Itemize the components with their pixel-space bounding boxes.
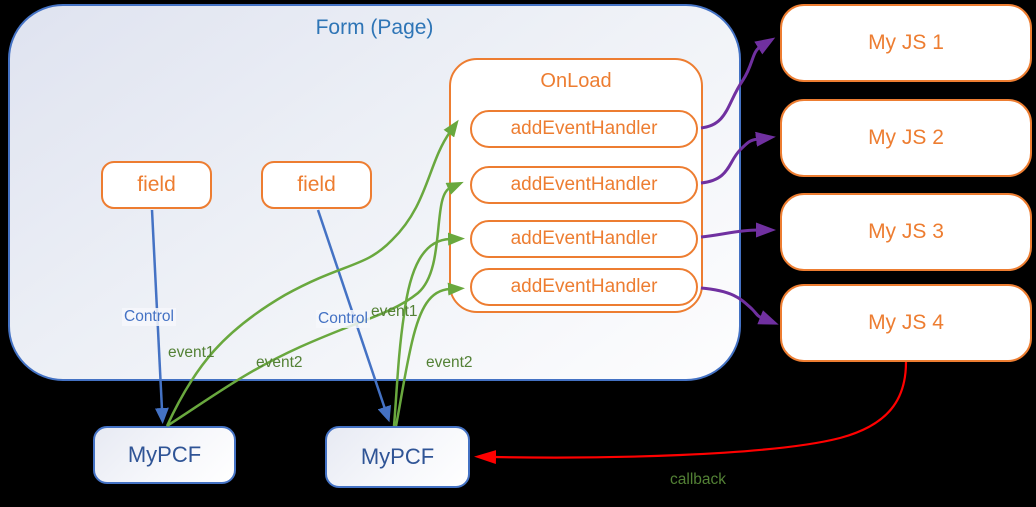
add-event-handler-label-2: addEventHandler [510,174,658,195]
handler2-to-myjs2-arrow [700,131,776,185]
add-event-handler-box-1: addEventHandler [470,110,698,148]
my-js-box-1: My JS 1 [780,4,1032,82]
my-js-label-2: My JS 2 [868,126,944,149]
control-label-left: Control [122,308,176,326]
event2-arrow-right [394,282,465,427]
event1-arrow-left [165,119,459,427]
mypcf-box-2: MyPCF [325,426,470,488]
onload-title: OnLoad [540,70,612,92]
add-event-handler-box-4: addEventHandler [470,268,698,306]
event2-label-left: event2 [256,354,303,371]
field-box-1: field [101,161,212,209]
add-event-handler-box-3: addEventHandler [470,220,698,258]
form-page-title: Form (Page) [315,16,434,39]
my-js-label-4: My JS 4 [868,311,944,334]
my-js-box-2: My JS 2 [780,99,1032,177]
my-js-box-4: My JS 4 [780,284,1032,362]
add-event-handler-label-3: addEventHandler [510,228,658,249]
callback-label: callback [670,471,726,488]
event1-label-left: event1 [168,344,215,361]
event1-label-right: event1 [371,303,418,320]
my-js-label-3: My JS 3 [868,220,944,243]
handler3-to-myjs3-arrow [700,222,776,239]
control-arrow-right [316,209,391,423]
my-js-box-3: My JS 3 [780,193,1032,271]
field-box-2: field [261,161,372,209]
handler4-to-myjs4-arrow [700,286,779,325]
field-label-1: field [137,173,176,196]
control-label-right: Control [316,310,370,328]
event2-label-right: event2 [426,354,473,371]
callback-arrow [474,361,908,465]
handler1-to-myjs1-arrow [700,37,776,130]
my-js-label-1: My JS 1 [868,31,944,54]
add-event-handler-box-2: addEventHandler [470,166,698,204]
mypcf-label-2: MyPCF [360,444,435,469]
field-label-2: field [297,173,336,196]
add-event-handler-label-4: addEventHandler [510,276,658,297]
event1-arrow-right [392,232,465,427]
mypcf-label-1: MyPCF [127,442,202,467]
add-event-handler-label-1: addEventHandler [510,118,658,139]
mypcf-box-1: MyPCF [93,426,236,484]
